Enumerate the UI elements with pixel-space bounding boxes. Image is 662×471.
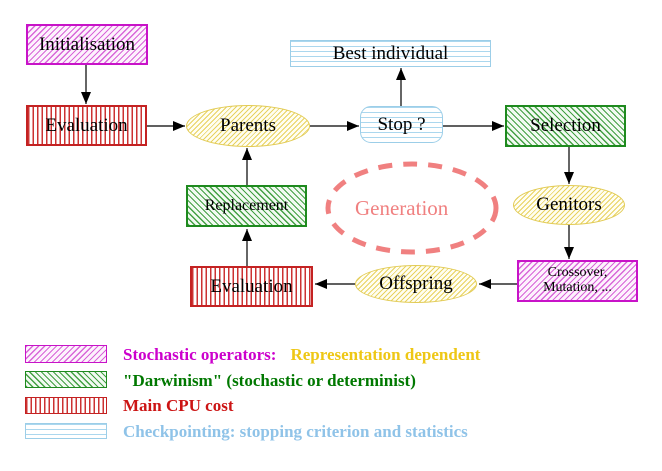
node-genitors: Genitors: [513, 185, 625, 225]
legend-stochastic-note: Representation dependent: [290, 345, 481, 364]
legend-row-checkpointing: Checkpointing: stopping criterion and st…: [123, 422, 468, 441]
legend-swatch-darwinism: [25, 371, 107, 388]
legend-row-cpu: Main CPU cost: [123, 396, 234, 415]
legend-swatch-stochastic: [25, 345, 107, 363]
crossover-line2: Mutation, ...: [543, 280, 612, 295]
node-evaluation-bottom: Evaluation: [190, 266, 313, 307]
node-parents: Parents: [186, 105, 310, 147]
node-initialisation: Initialisation: [26, 24, 148, 65]
legend-row-stochastic: Stochastic operators: Representation depe…: [123, 345, 480, 365]
node-evaluation-top: Evaluation: [26, 105, 147, 146]
node-stop: Stop ?: [360, 106, 443, 143]
legend-stochastic-label: Stochastic operators:: [123, 345, 277, 364]
node-offspring: Offspring: [355, 265, 477, 303]
crossover-line1: Crossover,: [547, 265, 608, 281]
node-replacement: Replacement: [186, 185, 307, 227]
legend-swatch-checkpointing: [25, 423, 107, 439]
node-crossover-mutation: Crossover, Mutation, ...: [517, 260, 638, 302]
node-best-individual: Best individual: [290, 40, 491, 67]
node-selection: Selection: [505, 105, 626, 147]
legend-swatch-cpu: [25, 397, 107, 414]
generation-label: Generation: [355, 196, 449, 220]
legend-row-darwinism: "Darwinism" (stochastic or determinist): [123, 371, 416, 390]
